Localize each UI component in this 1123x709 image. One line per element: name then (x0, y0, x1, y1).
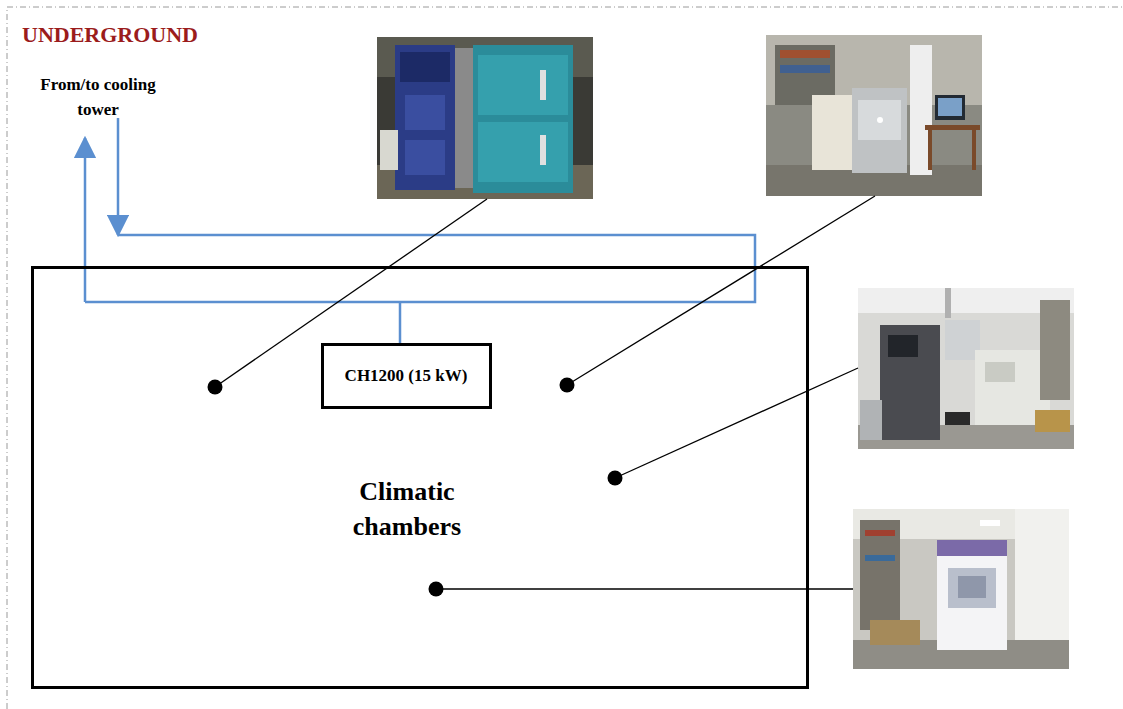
equipment-box: CH1200 (15 kW) (321, 343, 492, 409)
photo (766, 35, 982, 196)
photo (853, 509, 1069, 669)
cooling-pipe (85, 118, 755, 358)
region-label: Climatic chambers (307, 474, 507, 544)
region-box: Climatic chambers CH1200 (15 kW) (31, 266, 809, 689)
photo (377, 37, 593, 199)
region-frame (7, 7, 1123, 709)
photo (858, 288, 1074, 449)
leader-dot (208, 378, 623, 597)
pipe-label: From/to cooling tower (18, 73, 178, 122)
equipment-label: CH1200 (15 kW) (345, 365, 468, 388)
region-title: UNDERGROUND (22, 22, 198, 48)
leader-line (215, 196, 875, 589)
